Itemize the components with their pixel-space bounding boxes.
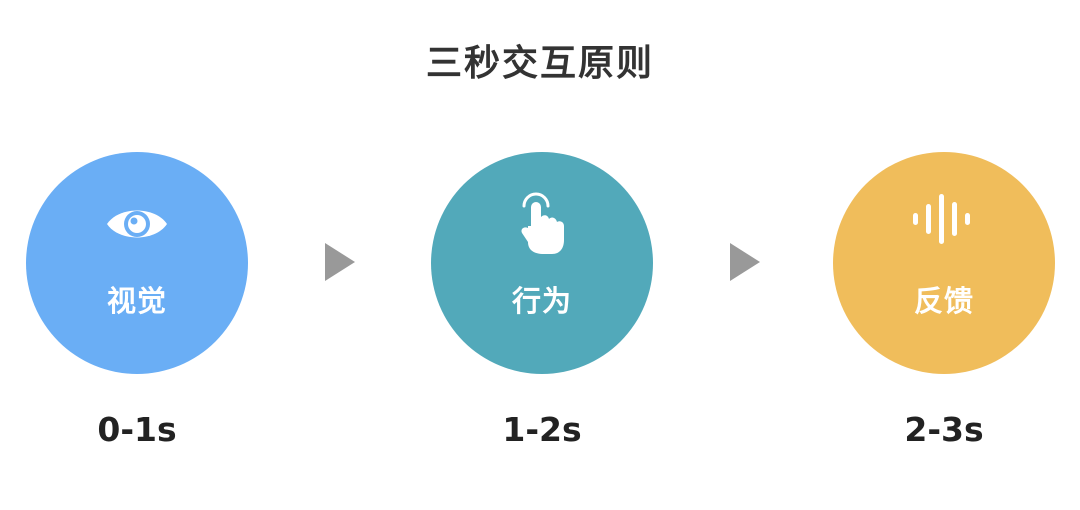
step-behavior: 行为 [431,152,653,374]
step-time: 1-2s [502,410,582,449]
step-circle: 视觉 [26,152,248,374]
step-label: 视觉 [106,284,167,318]
diagram-title: 三秒交互原则 [425,43,654,84]
step-vision: 视觉 [26,152,248,374]
step-time: 2-3s [904,410,984,449]
arrow-right-icon [730,243,760,281]
arrow-right-icon [325,243,355,281]
step-time: 0-1s [97,410,177,449]
step-feedback: 反馈 [833,152,1055,374]
pointing-hand-icon [521,192,564,254]
step-label: 反馈 [913,284,974,318]
step-circle: 行为 [431,152,653,374]
sound-wave-icon [913,194,970,244]
eye-icon [107,210,167,238]
step-label: 行为 [511,284,572,318]
step-circle: 反馈 [833,152,1055,374]
